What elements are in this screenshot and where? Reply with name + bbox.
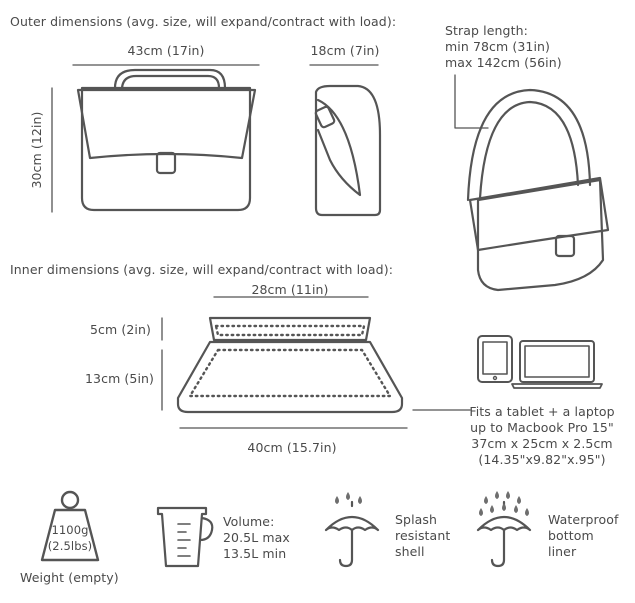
strap-label-line1: Strap length: — [445, 23, 528, 38]
drop-icon — [335, 496, 339, 504]
bag-perspective-illustration — [466, 88, 610, 292]
waterproof-label-line3: liner — [548, 544, 577, 559]
laptop-label-line2: up to Macbook Pro 15" — [470, 420, 614, 435]
drop-icon — [358, 496, 362, 504]
splash-label-line3: shell — [395, 544, 425, 559]
inner-dimensions-heading: Inner dimensions (avg. size, will expand… — [10, 262, 394, 277]
drop-icon — [514, 505, 518, 513]
weight-value-alt: (2.5lbs) — [47, 539, 93, 553]
drop-icon — [506, 491, 510, 499]
waterproof-drops — [479, 491, 529, 516]
outer-height-label: 30cm (12in) — [29, 111, 44, 189]
laptop-icon — [511, 340, 603, 389]
splash-drops — [335, 492, 362, 504]
strap-label-line2: min 78cm (31in) — [445, 39, 551, 54]
strap-callout-line — [454, 74, 489, 129]
inner-lid-label: 5cm (2in) — [90, 322, 151, 337]
umbrella-waterproof-icon — [476, 500, 532, 568]
splash-label-line1: Splash — [395, 512, 438, 527]
inner-bag-illustration — [176, 316, 404, 414]
inner-body-label: 13cm (5in) — [85, 371, 155, 386]
inner-top-label: 28cm (11in) — [251, 282, 329, 297]
outer-dimensions-heading: Outer dimensions (avg. size, will expand… — [10, 14, 397, 29]
measuring-cup-icon — [156, 506, 214, 568]
laptop-label-line1: Fits a tablet + a laptop — [469, 404, 615, 419]
drop-icon — [517, 496, 521, 504]
tablet-icon — [477, 335, 513, 383]
volume-label-line2: 20.5L max — [223, 530, 290, 545]
laptop-label-line3: 37cm x 25cm x 2.5cm — [471, 436, 613, 451]
umbrella-splash-icon — [324, 500, 380, 568]
outer-width-label: 43cm (17in) — [127, 43, 205, 58]
waterproof-label-line1: Waterproof — [548, 512, 619, 527]
strap-label-line3: max 142cm (56in) — [445, 55, 562, 70]
bag-front-illustration — [76, 68, 257, 212]
laptop-label-line4: (14.35"x9.82"x.95") — [478, 452, 606, 467]
waterproof-label-line2: bottom — [548, 528, 594, 543]
bag-side-illustration — [314, 84, 382, 217]
drop-icon — [502, 503, 506, 511]
splash-label-line2: resistant — [395, 528, 451, 543]
drop-icon — [484, 496, 488, 504]
drop-icon — [346, 492, 350, 500]
outer-depth-label: 18cm (7in) — [310, 43, 380, 58]
weight-caption: Weight (empty) — [20, 570, 119, 585]
volume-label-line1: Volume: — [223, 514, 275, 529]
drop-icon — [490, 505, 494, 513]
drop-icon — [495, 491, 499, 499]
drop-icon — [525, 508, 529, 516]
weight-icon — [40, 490, 100, 562]
drop-icon — [479, 508, 483, 516]
volume-label-line3: 13.5L min — [223, 546, 287, 561]
weight-value: 1100g — [51, 523, 89, 537]
inner-bottom-label: 40cm (15.7in) — [247, 440, 337, 455]
